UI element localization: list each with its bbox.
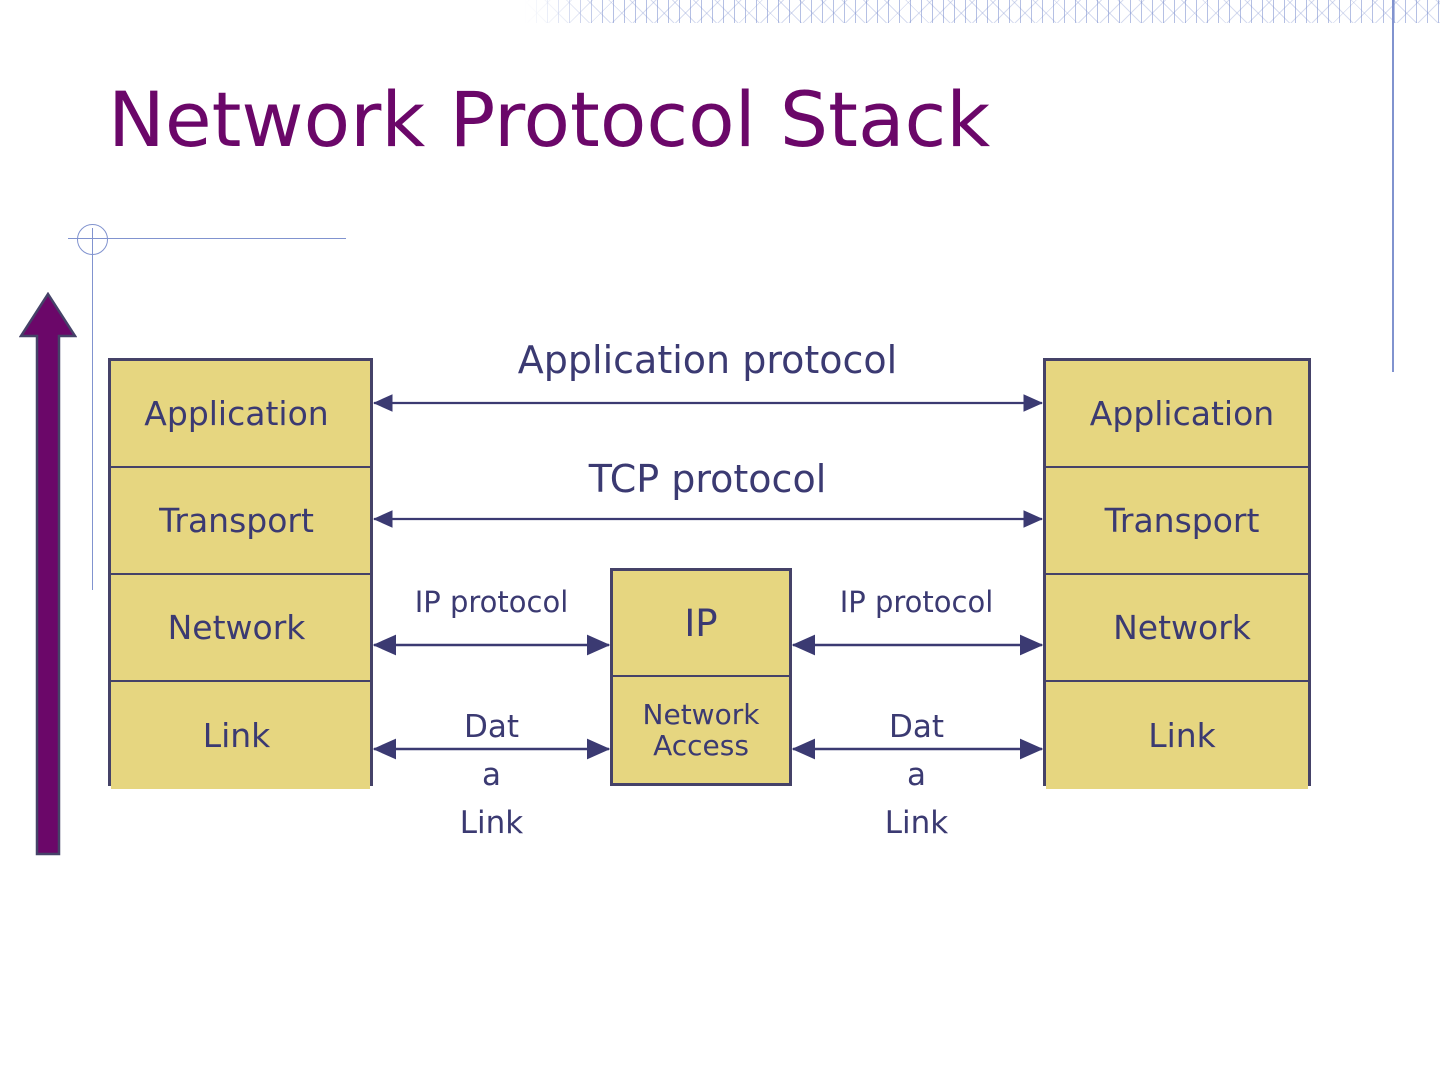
right-layer-application-label: Application bbox=[1089, 394, 1275, 433]
vertical-rule-left-decoration bbox=[92, 228, 93, 590]
right-protocol-stack: Application Transport Network Link bbox=[1043, 358, 1311, 789]
left-layer-transport-label: Transport bbox=[159, 501, 314, 540]
label-data-link-left-line2: a bbox=[482, 757, 501, 794]
middle-layer-ip[interactable]: IP bbox=[613, 571, 789, 677]
right-layer-application[interactable]: Application bbox=[1046, 361, 1308, 468]
page-title: Network Protocol Stack bbox=[108, 75, 991, 164]
label-data-link-right-line3: Link bbox=[884, 805, 949, 842]
label-data-link-right: Dat a Link bbox=[795, 703, 1038, 847]
label-data-link-right-line2: a bbox=[907, 757, 926, 794]
label-ip-protocol-left: IP protocol bbox=[414, 585, 569, 619]
label-data-link-right-line1: Dat bbox=[888, 709, 945, 745]
network-access-line1: Network bbox=[642, 697, 760, 731]
right-layer-link[interactable]: Link bbox=[1046, 682, 1308, 789]
label-application-protocol: Application protocol bbox=[517, 338, 898, 382]
label-ip-protocol-right: IP protocol bbox=[839, 585, 994, 619]
network-access-line2: Access bbox=[653, 729, 749, 762]
left-layer-network[interactable]: Network bbox=[111, 575, 370, 682]
right-layer-network[interactable]: Network bbox=[1046, 575, 1308, 682]
left-layer-network-label: Network bbox=[167, 608, 306, 647]
vertical-rule-decoration bbox=[1392, 0, 1394, 372]
circle-decoration bbox=[77, 224, 108, 255]
left-layer-transport[interactable]: Transport bbox=[111, 468, 370, 575]
right-layer-network-label: Network bbox=[1113, 608, 1251, 647]
left-layer-application[interactable]: Application bbox=[111, 361, 370, 468]
left-protocol-stack: Application Transport Network Link bbox=[108, 358, 373, 789]
label-tcp-protocol: TCP protocol bbox=[588, 457, 827, 501]
right-layer-transport[interactable]: Transport bbox=[1046, 468, 1308, 575]
left-layer-application-label: Application bbox=[144, 394, 329, 433]
right-layer-link-label: Link bbox=[1148, 716, 1216, 755]
middle-layer-ip-label: IP bbox=[684, 601, 718, 645]
left-layer-link[interactable]: Link bbox=[111, 682, 370, 789]
label-data-link-left: Dat a Link bbox=[375, 703, 608, 847]
top-hatch-fade bbox=[525, 0, 1440, 23]
right-layer-transport-label: Transport bbox=[1104, 501, 1260, 540]
label-data-link-left-line3: Link bbox=[459, 805, 524, 842]
left-layer-link-label: Link bbox=[202, 716, 271, 755]
horizontal-rule-decoration bbox=[68, 238, 346, 239]
label-data-link-left-line1: Dat bbox=[463, 709, 520, 745]
upward-arrow-icon bbox=[19, 292, 77, 856]
